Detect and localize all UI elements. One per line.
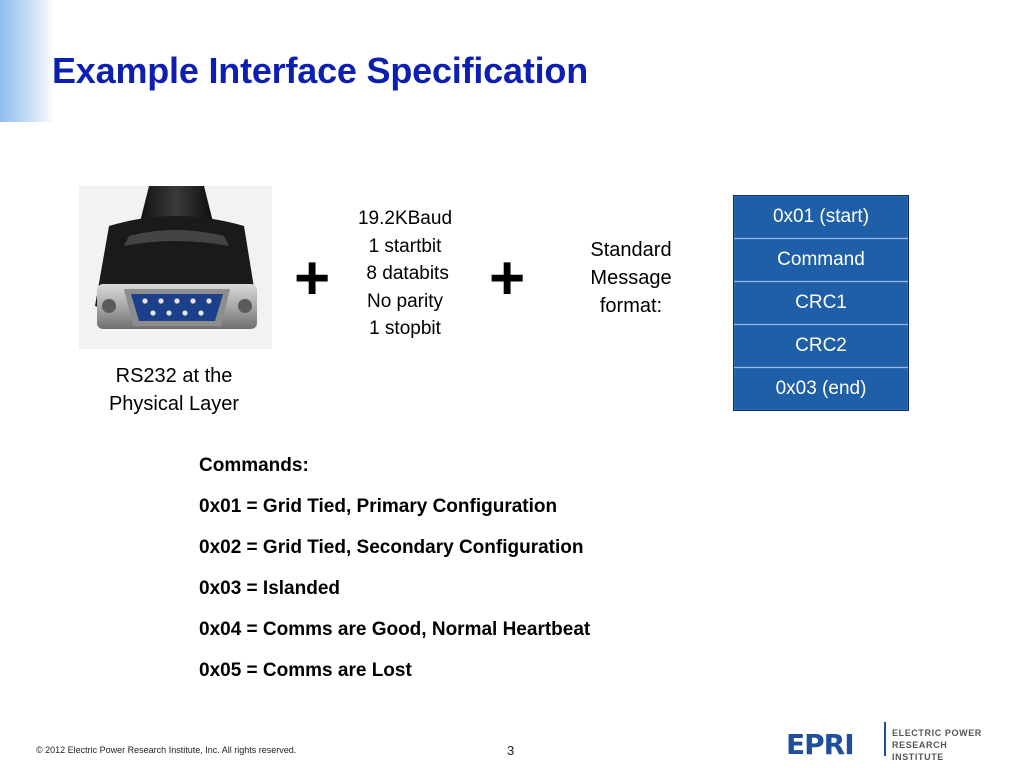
serial-settings: 19.2KBaud 1 startbit 8 databits No parit… xyxy=(335,205,475,343)
plus-sign: + xyxy=(489,244,526,313)
frame-field-end: 0x03 (end) xyxy=(734,368,908,410)
plus-sign: + xyxy=(294,244,331,313)
db9-connector-icon xyxy=(79,186,272,349)
data-bits: 8 databits xyxy=(361,263,449,284)
db9-connector-image xyxy=(79,186,272,349)
frame-field-command: Command xyxy=(734,239,908,282)
frame-field-crc2: CRC2 xyxy=(734,325,908,368)
logo-wordmark: EPRI xyxy=(786,728,855,761)
command-item: 0x05 = Comms are Lost xyxy=(199,660,412,681)
command-item: 0x02 = Grid Tied, Secondary Configuratio… xyxy=(199,537,584,558)
command-item: 0x04 = Comms are Good, Normal Heartbeat xyxy=(199,619,591,640)
message-format-label: Standard Message format: xyxy=(590,239,672,317)
frame-field-start: 0x01 (start) xyxy=(734,196,908,239)
stop-bits: 1 stopbit xyxy=(369,318,441,339)
message-frame: 0x01 (start) Command CRC1 CRC2 0x03 (end… xyxy=(733,195,909,411)
baud-rate: 19.2KBaud xyxy=(357,208,453,229)
slide-title: Example Interface Specification xyxy=(52,50,588,91)
logo-divider xyxy=(884,722,886,756)
footer-copyright: © 2012 Electric Power Research Institute… xyxy=(36,745,297,755)
corner-gradient xyxy=(0,0,55,122)
commands-list: Commands: 0x01 = Grid Tied, Primary Conf… xyxy=(199,452,819,698)
epri-logo: EPRI ELECTRIC POWER RESEARCH INSTITUTE xyxy=(786,720,996,762)
commands-heading: Commands: xyxy=(199,455,309,476)
command-item: 0x01 = Grid Tied, Primary Configuration xyxy=(199,496,558,517)
command-item: 0x03 = Islanded xyxy=(199,578,340,599)
rs232-caption: RS232 at the Physical Layer xyxy=(108,365,240,415)
start-bits: 1 startbit xyxy=(368,235,442,257)
parity: No parity xyxy=(366,290,444,312)
logo-tagline: ELECTRIC POWER RESEARCH INSTITUTE xyxy=(892,728,982,762)
page-number: 3 xyxy=(507,743,515,758)
frame-field-crc1: CRC1 xyxy=(734,282,908,325)
